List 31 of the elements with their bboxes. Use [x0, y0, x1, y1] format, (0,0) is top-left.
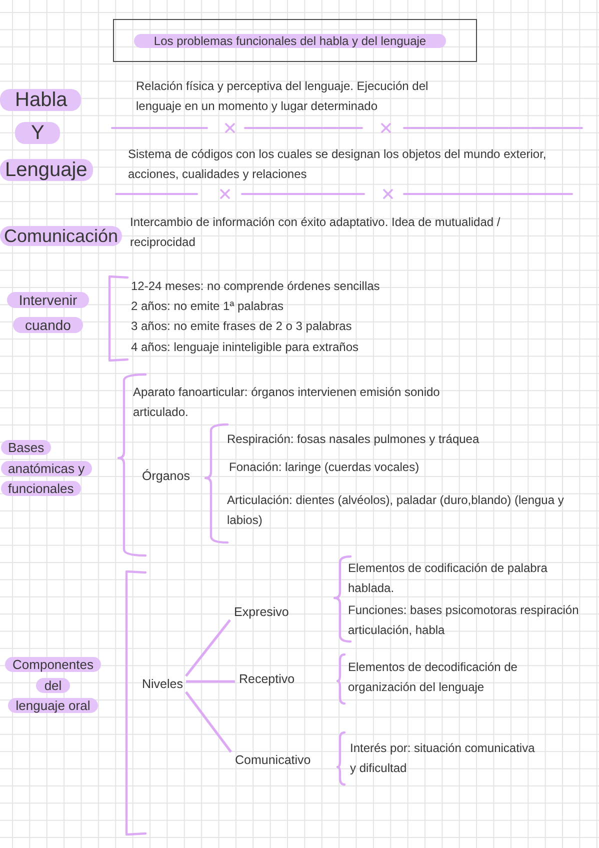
- highlighted-term: Intervenir cuando: [6, 288, 90, 338]
- highlighted-term: Componentes del lenguaje oral: [4, 655, 102, 716]
- branch-label: Niveles: [138, 676, 186, 692]
- definition-text: Articulación: dientes (alvéolos), paladar (duro,blando) (lengua y labios): [227, 492, 565, 529]
- definition-text: Elementos de decodificación de organización del lenguaje: [348, 659, 518, 696]
- definition-text: Funciones: bases psicomotoras respiración articulación, habla: [348, 602, 580, 639]
- branch-label: Receptivo: [235, 671, 298, 687]
- definition-text: 2 años: no emite 1ª palabras: [131, 298, 284, 315]
- definition-text: Órganos: [142, 468, 190, 485]
- definition-text: Relación física y perceptiva del lenguaje. Ejecución del lenguaje en un momento y lugar determinado: [136, 78, 430, 115]
- definition-text: 3 años: no emite frases de 2 o 3 palabras: [131, 318, 352, 335]
- title: Los problemas funcionales del habla y del lenguaje: [134, 34, 446, 48]
- highlighted-term: Comunicación: [0, 225, 122, 247]
- definition-text: 12-24 meses: no comprende órdenes sencillas: [131, 278, 380, 295]
- connector-line: [184, 691, 232, 753]
- definition-text: Sistema de códigos con los cuales se designan los objetos del mundo exterior, acciones, cualidades y relaciones: [128, 146, 548, 183]
- definition-text: Interés por: situación comunicativa y dificultad: [350, 740, 536, 777]
- definition-text: Fonación: laringe (cuerdas vocales): [229, 459, 420, 476]
- highlighted-term: Habla: [0, 88, 82, 112]
- definition-text: Aparato fanoarticular: órganos intervienen emisión sonido articulado.: [133, 384, 441, 421]
- branch-label: Comunicativo: [231, 752, 314, 768]
- highlighted-term: Bases anatómicas y funcionales: [1, 438, 92, 500]
- connector-line: [184, 619, 232, 677]
- definition-text: 4 años: lenguaje ininteligible para extraños: [131, 339, 358, 356]
- definition-text: Respiración: fosas nasales pulmones y tráquea: [227, 431, 480, 448]
- connector-line: [186, 680, 235, 683]
- definition-text: Intercambio de información con éxito adaptativo. Idea de mutualidad / reciprocidad: [130, 214, 502, 251]
- definition-text: Elementos de codificación de palabra hablada.: [348, 560, 548, 597]
- highlighted-term: Lenguaje: [0, 158, 94, 182]
- branch-label: Expresivo: [230, 604, 292, 620]
- highlighted-term: Y: [15, 121, 60, 145]
